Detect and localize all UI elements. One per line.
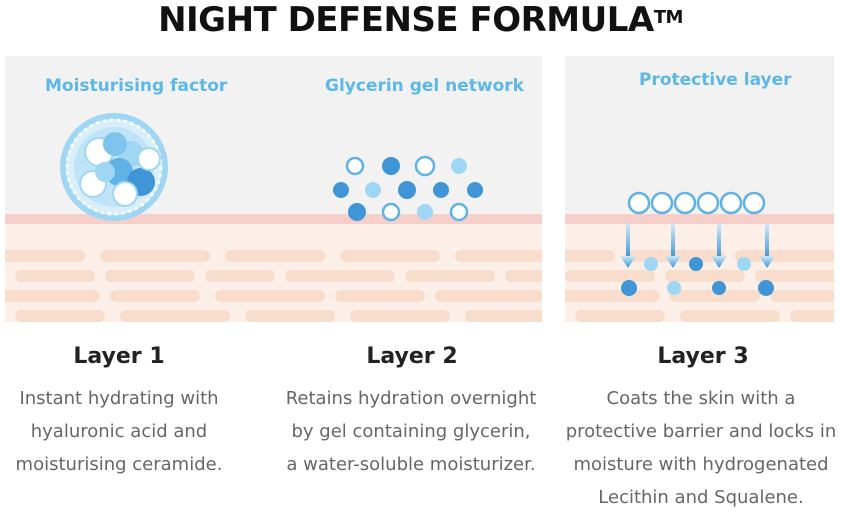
skin-tissue [565,224,834,322]
layer-2-line-1: Retains hydration overnight [285,388,537,409]
skin-cell [575,310,665,322]
moisture-lock-arrows-icon [620,224,775,268]
skin-cell [120,310,230,322]
skin-cell [465,310,542,322]
panel-label-moisturising-factor: Moisturising factor [45,76,228,96]
skin-cell [205,270,275,282]
skin-cell [735,250,834,262]
skin-cell [505,270,542,282]
moisture-droplets-icon [621,257,774,296]
skin-cell [565,250,615,262]
page-title: NIGHT DEFENSE FORMULATM [0,0,841,40]
skin-cell [5,290,100,302]
skin-cell [665,270,745,282]
skin-cell [455,250,542,262]
skin-panel-layer-3: Protective layer [565,56,834,322]
skin-cell [770,290,834,302]
skin-cell [755,270,834,282]
skin-cell [215,290,325,302]
skin-cell [15,310,105,322]
panel-label-protective-layer: Protective layer [639,70,792,90]
layer-3-title: Layer 3 [657,344,749,369]
skin-surface-line [565,214,834,224]
layer-2-line-2: by gel containing glycerin, [291,421,531,442]
layer-3-line-1: Coats the skin with a [606,388,796,409]
skin-cell [5,250,85,262]
skin-cell [285,270,395,282]
trademark-symbol: TM [653,7,684,28]
skin-cell [565,290,660,302]
skin-cell [110,290,200,302]
layer-1-line-1: Instant hydrating with [19,388,219,409]
layer-3-description: Coats the skin with a protective barrier… [556,382,841,514]
layer-3-line-2: protective barrier and locks in [565,421,837,442]
skin-cell [435,290,542,302]
title-text: NIGHT DEFENSE FORMULA [158,0,654,40]
layer-2-title: Layer 2 [366,344,458,369]
skin-cell [100,250,210,262]
skin-cell [790,310,834,322]
skin-cell [245,310,335,322]
skin-cell [15,270,95,282]
moisturising-factor-sphere-icon [60,113,168,221]
skin-cell [405,270,495,282]
skin-surface-line [5,214,542,224]
skin-cell [340,250,440,262]
layer-1-line-3: moisturising ceramide. [15,454,223,475]
layer-1-description: Instant hydrating with hyaluronic acid a… [0,382,264,481]
protective-barrier-icon [627,191,766,215]
skin-tissue [5,224,542,322]
layer-1-title: Layer 1 [73,344,165,369]
skin-cell [565,270,655,282]
skin-cell [225,250,325,262]
panel-label-glycerin-gel-network: Glycerin gel network [325,76,524,96]
layer-3-line-3: moisture with hydrogenated [573,454,829,475]
skin-panel-layer-1-2: Moisturising factor Glycerin gel network [5,56,542,322]
skin-cell [335,290,425,302]
glycerin-gel-network-icon [333,155,483,222]
skin-cell [680,310,780,322]
skin-cell [350,310,450,322]
layer-2-line-3: a water-soluble moisturizer. [286,454,536,475]
layer-3-line-4: Lecithin and Squalene. [598,487,804,508]
skin-cell [105,270,195,282]
layer-1-line-2: hyaluronic acid and [30,421,208,442]
skin-cell [670,290,760,302]
layer-2-description: Retains hydration overnight by gel conta… [266,382,556,481]
